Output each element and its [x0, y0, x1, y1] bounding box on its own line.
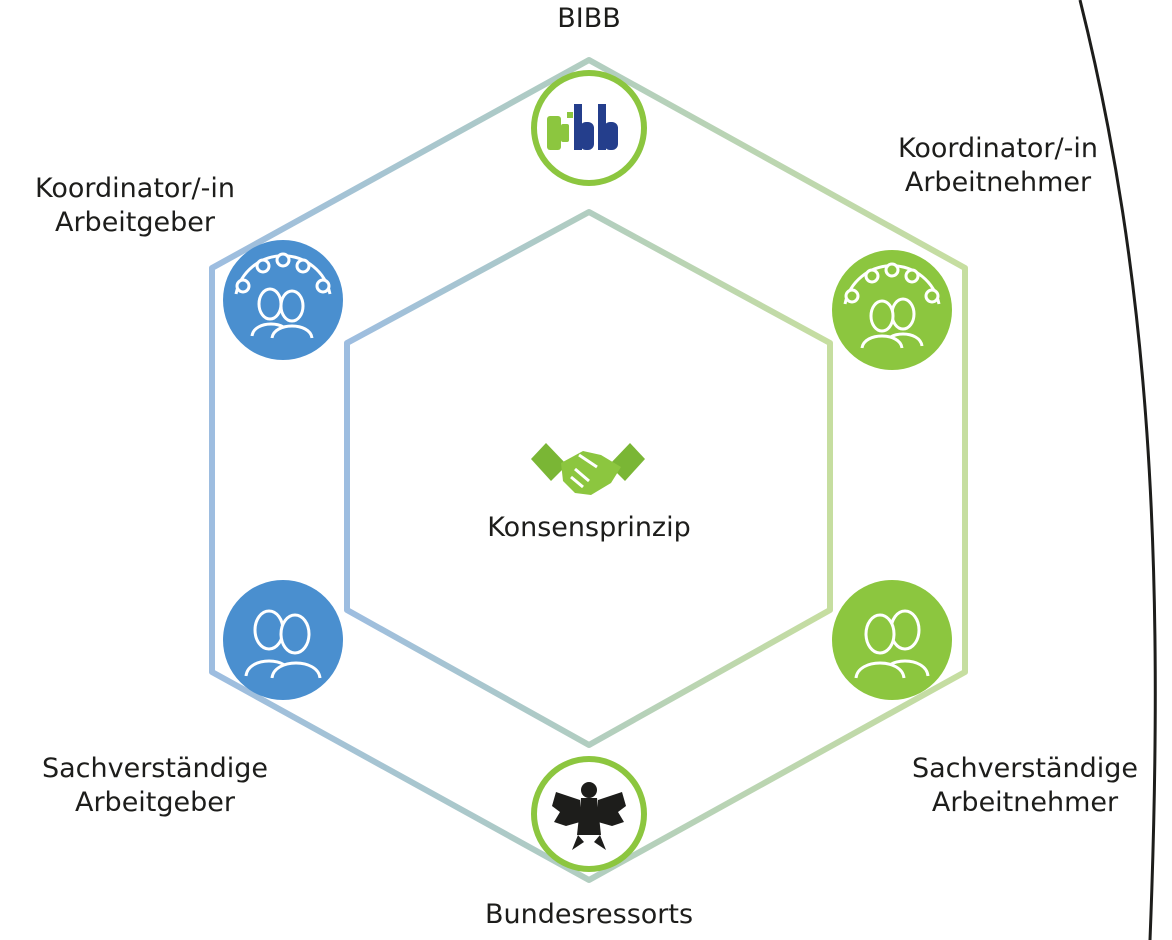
- people-icon: [854, 609, 930, 679]
- label-line: Koordinator/-in: [898, 133, 1098, 164]
- label-bibb: BIBB: [489, 2, 689, 36]
- label-line: BIBB: [557, 3, 621, 34]
- node-sachverstaendige-arbeitnehmer: [832, 580, 952, 700]
- center-label: Konsensprinzip: [487, 512, 691, 543]
- label-line: Koordinator/-in: [35, 173, 235, 204]
- label-koordinator-arbeitgeber: Koordinator/-in Arbeitgeber: [0, 172, 270, 240]
- label-line: Sachverständige: [911, 753, 1139, 784]
- bibb-logo: [547, 104, 618, 150]
- frame-arc: [1078, 0, 1157, 940]
- label-sachverstaendige-arbeitgeber: Sachverständige Arbeitgeber: [20, 752, 290, 820]
- node-koordinator-arbeitnehmer: [832, 250, 952, 370]
- label-line: Arbeitgeber: [54, 207, 215, 238]
- label-koordinator-arbeitnehmer: Koordinator/-in Arbeitnehmer: [858, 132, 1138, 200]
- node-bibb: [531, 70, 647, 186]
- people-icon: [244, 609, 322, 679]
- group-network-icon: [234, 252, 332, 339]
- label-line: Arbeitnehmer: [931, 787, 1119, 818]
- inner-hexagon: [344, 209, 833, 748]
- federal-eagle-icon: [552, 782, 626, 850]
- label-line: Bundesressorts: [484, 899, 694, 930]
- handshake-icon: [531, 443, 645, 495]
- node-sachverstaendige-arbeitgeber: [223, 580, 343, 700]
- node-bundesressorts: [531, 756, 647, 872]
- outer-hexagon: [209, 57, 968, 883]
- label-line: Arbeitnehmer: [904, 167, 1092, 198]
- label-bundesressorts: Bundesressorts: [449, 898, 729, 932]
- label-line: Arbeitgeber: [74, 787, 235, 818]
- label-sachverstaendige-arbeitnehmer: Sachverständige Arbeitnehmer: [890, 752, 1160, 820]
- group-network-icon: [843, 262, 941, 349]
- label-line: Sachverständige: [41, 753, 269, 784]
- node-koordinator-arbeitgeber: [223, 240, 343, 360]
